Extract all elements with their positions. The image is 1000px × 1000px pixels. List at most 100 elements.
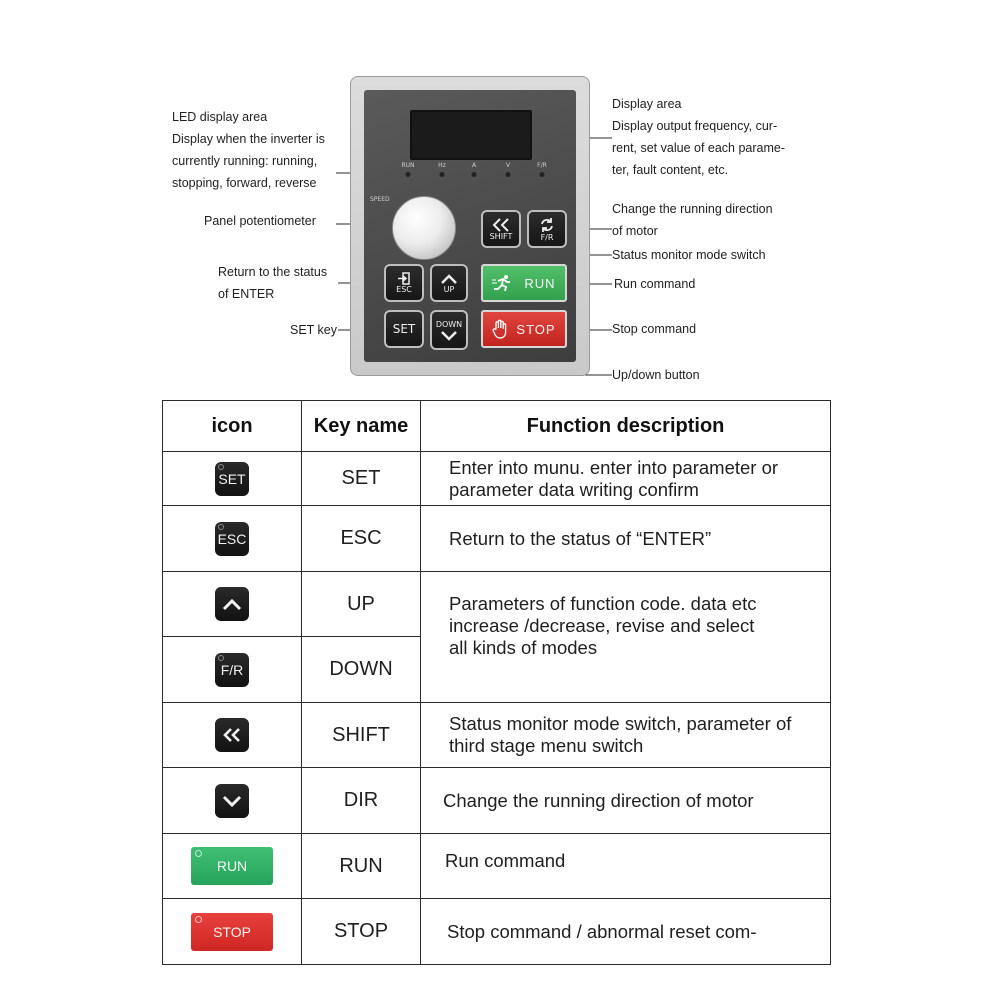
led-label-a: A — [471, 162, 477, 169]
chevron-up-icon — [215, 587, 249, 621]
key-name-cell: RUN — [301, 833, 421, 899]
header-key-name: Key name — [301, 400, 421, 452]
exit-icon — [398, 272, 410, 285]
callout-up-down-button: Up/down button — [612, 368, 700, 382]
function-description-cell: Change the running direction of motor — [420, 767, 831, 834]
desc-line: increase /decrease, revise and select — [449, 615, 755, 636]
table-row: UP Parameters of function code. data etc… — [162, 571, 831, 703]
callout-run-command: Run command — [614, 277, 696, 291]
function-description-cell: Enter into munu. enter into parameter or… — [420, 451, 831, 506]
callout-line: Change the running direction — [612, 202, 773, 216]
table-row: RUN RUN Run command — [162, 833, 831, 899]
run-icon: RUN — [191, 847, 273, 885]
callout-line: rent, set value of each parame- — [612, 141, 786, 155]
header-function-description: Function description — [420, 400, 831, 452]
led-dot — [505, 172, 511, 177]
run-key-label: RUN — [524, 275, 556, 291]
callout-line: LED display area — [172, 110, 268, 124]
function-description-cell: Parameters of function code. data etc in… — [420, 571, 831, 703]
set-key-label: SET — [392, 321, 416, 336]
callout-line: stopping, forward, reverse — [172, 176, 317, 190]
desc-line: third stage menu switch — [449, 735, 644, 756]
desc-line: Status monitor mode switch, parameter of — [449, 713, 792, 734]
callout-panel-potentiometer: Panel potentiometer — [204, 214, 316, 228]
stop-key[interactable]: STOP — [481, 310, 567, 348]
fr-key[interactable]: F/R — [527, 210, 567, 248]
esc-icon: ESC — [215, 521, 249, 556]
double-chevron-left-icon — [492, 217, 509, 232]
callout-set-key: SET key — [290, 323, 338, 337]
callout-line: currently running: running, — [172, 154, 318, 168]
function-description-cell: Run command — [420, 833, 831, 899]
icon-cell — [162, 702, 302, 768]
led-dot — [539, 172, 545, 177]
shift-key[interactable]: SHIFT — [481, 210, 521, 248]
function-description-cell: Return to the status of “ENTER” — [420, 505, 831, 572]
callout-status-monitor: Status monitor mode switch — [612, 248, 766, 262]
key-function-table: icon Key name Function description SET S… — [162, 400, 831, 965]
callout-stop-command: Stop command — [612, 322, 697, 336]
keypad-diagram: RUN Hz A V F/R SPEED SHIFT F/R — [0, 0, 1000, 395]
led-indicator-row: RUN Hz A V F/R — [392, 162, 552, 182]
icon-cell: ESC — [162, 505, 302, 572]
callout-line: Display output frequency, cur- — [612, 119, 778, 133]
down-key-label: DOWN — [435, 319, 463, 329]
callout-change-direction: Change the running direction of motor — [612, 198, 773, 242]
desc-line: Stop command / abnormal reset com- — [447, 920, 757, 942]
key-name-cell: ESC — [301, 505, 421, 572]
key-name-cell: SHIFT — [301, 702, 421, 768]
callout-line: Display when the inverter is — [172, 132, 325, 146]
run-key[interactable]: RUN — [481, 264, 567, 302]
icon-cell: STOP — [162, 898, 302, 965]
speed-potentiometer-knob[interactable] — [392, 196, 456, 260]
set-key[interactable]: SET — [384, 310, 424, 348]
chevron-up-icon — [441, 273, 457, 284]
led-label-run: RUN — [401, 162, 415, 169]
led-label-hz: Hz — [438, 162, 446, 169]
function-description-cell: Stop command / abnormal reset com- — [420, 898, 831, 965]
hand-stop-icon — [492, 319, 507, 339]
stop-key-label: STOP — [516, 321, 556, 337]
led-dot — [439, 172, 445, 177]
fr-icon: F/R — [215, 652, 249, 687]
callout-display-area: Display area Display output frequency, c… — [612, 93, 785, 181]
callout-return-status: Return to the status of ENTER — [218, 261, 327, 305]
key-name-cell: UP — [301, 571, 421, 637]
key-name-cell: DIR — [301, 767, 421, 834]
desc-line: Return to the status of “ENTER” — [449, 527, 712, 549]
table-row: SHIFT Status monitor mode switch, parame… — [162, 702, 831, 768]
callout-line: ter, fault content, etc. — [612, 163, 729, 177]
function-description-cell: Status monitor mode switch, parameter of… — [420, 702, 831, 768]
chevron-down-icon — [441, 330, 457, 341]
desc-line: Run command — [445, 850, 566, 871]
shift-key-label: SHIFT — [489, 231, 513, 241]
desc-line: Change the running direction of motor — [443, 789, 754, 811]
stop-icon: STOP — [191, 912, 273, 951]
table-row: STOP STOP Stop command / abnormal reset … — [162, 898, 831, 965]
callout-led-display-area: LED display area Display when the invert… — [172, 106, 325, 194]
down-key[interactable]: DOWN — [430, 310, 468, 350]
fr-key-label: F/R — [540, 232, 554, 242]
double-chevron-left-icon — [215, 718, 249, 752]
callout-line: Display area — [612, 97, 682, 111]
led-label-v: V — [505, 162, 511, 169]
table-row: F/R DOWN — [162, 636, 831, 703]
led-label-fr: F/R — [537, 162, 547, 169]
key-name-cell: STOP — [301, 898, 421, 965]
running-man-icon — [492, 275, 511, 292]
icon-cell: F/R — [162, 636, 302, 703]
icon-cell: SET — [162, 451, 302, 506]
table-header-row: icon Key name Function description — [162, 400, 831, 452]
callout-line: Return to the status — [218, 265, 328, 279]
table-row: SET SET Enter into munu. enter into para… — [162, 451, 831, 506]
esc-key[interactable]: ESC — [384, 264, 424, 302]
led-dot — [471, 172, 477, 177]
key-name-cell: SET — [301, 451, 421, 506]
key-name-cell: DOWN — [301, 636, 421, 703]
set-icon: SET — [215, 461, 249, 496]
led-dot — [405, 172, 411, 177]
header-icon: icon — [162, 400, 302, 452]
icon-cell — [162, 571, 302, 637]
up-key[interactable]: UP — [430, 264, 468, 302]
rotate-arrows-icon — [541, 217, 553, 232]
